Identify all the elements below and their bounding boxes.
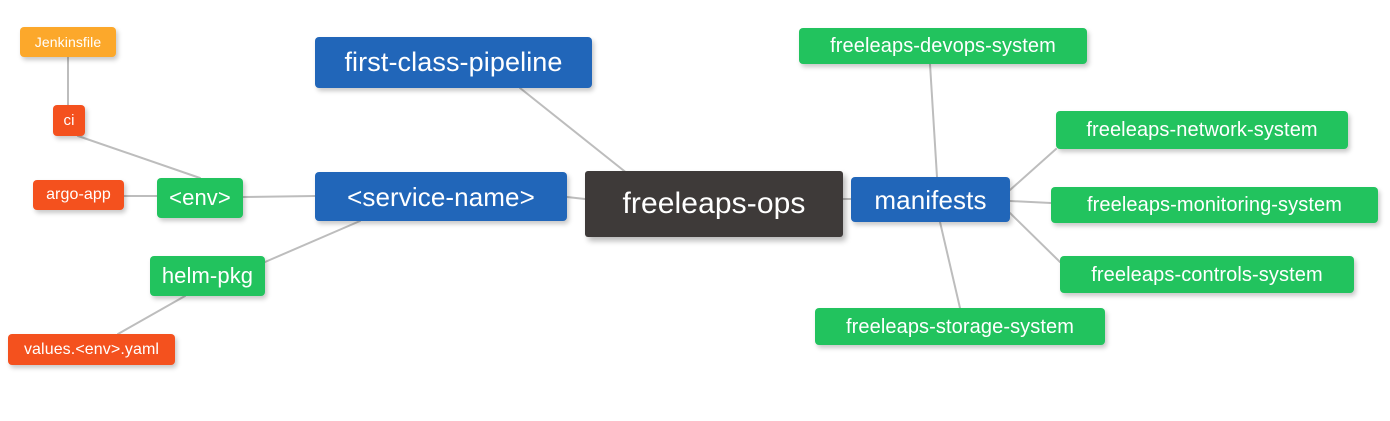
node-label-jenkinsfile: Jenkinsfile: [34, 34, 102, 50]
node-freeleaps-storage-system[interactable]: freeleaps-storage-system: [815, 308, 1105, 345]
node-values-env-yaml[interactable]: values.<env>.yaml: [8, 334, 175, 365]
node-label-manifests: manifests: [874, 184, 987, 215]
node-label-ci: ci: [63, 112, 75, 129]
node-label-freeleaps-storage-system: freeleaps-storage-system: [845, 315, 1075, 338]
node-service-name[interactable]: <service-name>: [315, 172, 567, 221]
edge-env-to-ci: [77, 135, 201, 179]
node-label-argo-app: argo-app: [46, 186, 111, 203]
node-label-freeleaps-monitoring-system: freeleaps-monitoring-system: [1086, 194, 1342, 216]
edge-helm-pkg-to-values-env-yaml: [117, 295, 186, 335]
node-label-values-env-yaml: values.<env>.yaml: [23, 340, 160, 358]
node-label-freeleaps-devops-system: freeleaps-devops-system: [830, 35, 1056, 57]
node-label-env: <env>: [169, 185, 231, 210]
edge-manifests-to-freeleaps-devops-system: [929, 63, 938, 178]
edge-manifests-to-freeleaps-monitoring-system: [1009, 200, 1052, 204]
node-argo-app[interactable]: argo-app: [33, 180, 124, 210]
node-label-service-name: <service-name>: [347, 181, 535, 212]
node-helm-pkg[interactable]: helm-pkg: [150, 256, 265, 296]
node-freeleaps-network-system[interactable]: freeleaps-network-system: [1056, 111, 1348, 149]
node-label-helm-pkg: helm-pkg: [161, 263, 254, 288]
node-first-class-pipeline[interactable]: first-class-pipeline: [315, 37, 592, 88]
edge-manifests-to-freeleaps-network-system: [1009, 148, 1057, 191]
edge-freeleaps-ops-to-service-name: [566, 196, 586, 200]
node-freeleaps-monitoring-system[interactable]: freeleaps-monitoring-system: [1051, 187, 1378, 223]
node-label-freeleaps-ops: freeleaps-ops: [622, 187, 806, 220]
node-label-freeleaps-controls-system: freeleaps-controls-system: [1091, 263, 1323, 286]
edge-freeleaps-ops-to-first-class-pipeline: [519, 87, 629, 175]
node-freeleaps-controls-system[interactable]: freeleaps-controls-system: [1060, 256, 1354, 293]
node-label-first-class-pipeline: first-class-pipeline: [344, 47, 563, 77]
node-freeleaps-ops[interactable]: freeleaps-ops: [585, 171, 843, 237]
node-manifests[interactable]: manifests: [851, 177, 1010, 222]
edge-service-name-to-helm-pkg: [264, 220, 361, 263]
edge-manifests-to-freeleaps-storage-system: [939, 221, 961, 309]
edge-service-name-to-env: [242, 195, 316, 198]
node-env[interactable]: <env>: [157, 178, 243, 218]
node-label-freeleaps-network-system: freeleaps-network-system: [1086, 119, 1318, 141]
node-ci[interactable]: ci: [53, 105, 85, 136]
node-jenkinsfile[interactable]: Jenkinsfile: [20, 27, 116, 57]
node-freeleaps-devops-system[interactable]: freeleaps-devops-system: [799, 28, 1087, 64]
